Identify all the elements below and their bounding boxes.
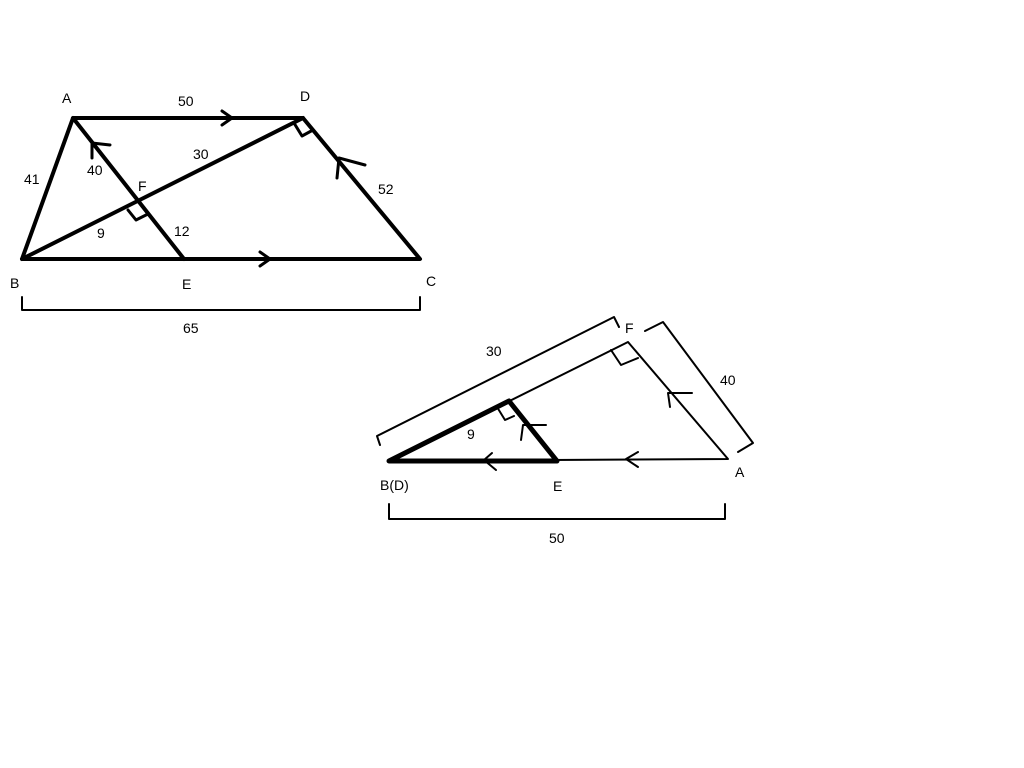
right-angle-mark-f bbox=[126, 208, 150, 222]
length-fe: 12 bbox=[174, 223, 190, 239]
length-bf2: 30 bbox=[486, 343, 502, 359]
bracket-bf bbox=[376, 316, 620, 446]
length-af: 40 bbox=[87, 162, 103, 178]
right-angle-mark-small bbox=[496, 406, 515, 421]
length-bf: 9 bbox=[97, 225, 105, 241]
label-f2: F bbox=[625, 320, 634, 336]
arrow-ea bbox=[625, 451, 639, 468]
label-b: B bbox=[10, 275, 19, 291]
figure-trapezoid: A D B C E F 50 41 40 30 52 9 12 65 bbox=[10, 88, 436, 336]
arrow-af bbox=[667, 392, 693, 408]
parallel-arrow-dc bbox=[335, 156, 367, 180]
arrow-small bbox=[520, 424, 547, 441]
label-f: F bbox=[138, 178, 147, 194]
parallel-arrow-ad bbox=[220, 109, 234, 127]
label-e: E bbox=[182, 276, 191, 292]
label-e2: E bbox=[553, 478, 562, 494]
parallel-arrow-ae bbox=[90, 141, 112, 160]
length-fa: 40 bbox=[720, 372, 736, 388]
right-angle-mark-d bbox=[292, 121, 315, 138]
label-a: A bbox=[62, 90, 72, 106]
right-angle-mark-f2 bbox=[610, 349, 639, 366]
length-ba: 50 bbox=[549, 530, 565, 546]
triangle-bfa bbox=[388, 341, 729, 462]
bracket-bc bbox=[21, 296, 421, 311]
arrow-be bbox=[483, 452, 497, 471]
length-small: 9 bbox=[467, 426, 475, 442]
label-a2: A bbox=[735, 464, 745, 480]
bracket-fa bbox=[644, 321, 754, 453]
diagonal-bd bbox=[20, 116, 305, 261]
label-bd: B(D) bbox=[380, 477, 409, 493]
length-fd: 30 bbox=[193, 146, 209, 162]
length-ab: 41 bbox=[24, 171, 40, 187]
trapezoid-abcd bbox=[20, 116, 422, 261]
length-dc: 52 bbox=[378, 181, 394, 197]
length-bc: 65 bbox=[183, 320, 199, 336]
length-ad: 50 bbox=[178, 93, 194, 109]
label-d: D bbox=[300, 88, 310, 104]
parallel-arrow-bc bbox=[258, 250, 272, 268]
label-c: C bbox=[426, 273, 436, 289]
figure-similar-triangles: F A B(D) E 30 40 9 50 bbox=[376, 316, 754, 546]
bracket-ba bbox=[388, 503, 726, 520]
segment-ae bbox=[71, 116, 186, 261]
triangle-small bbox=[386, 398, 560, 464]
